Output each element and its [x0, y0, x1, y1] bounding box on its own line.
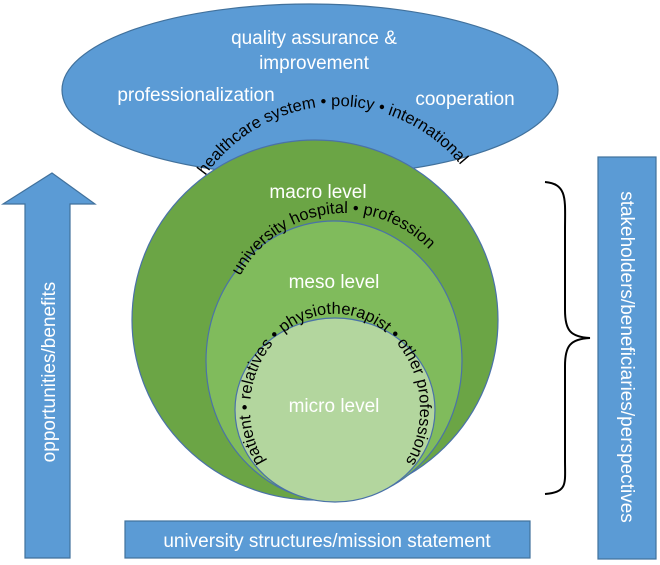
opportunities-arrow [0, 172, 97, 559]
cooperation-label: cooperation [415, 89, 514, 110]
meso-level-label: meso level [289, 272, 380, 293]
stakeholders-label: stakeholders/beneficiaries/perspectives [616, 191, 637, 523]
stakeholders-box [597, 156, 657, 560]
micro-level-label: micro level [289, 396, 380, 417]
macro-level-label: macro level [269, 182, 366, 203]
professionalization-label: professionalization [117, 85, 274, 106]
opportunities-label: opportunities/benefits [39, 282, 60, 463]
quality-title-line2: improvement [259, 53, 370, 74]
micro-level-circle [234, 317, 436, 503]
university-structures-box [124, 520, 531, 559]
quality-title-line1: quality assurance & [231, 28, 397, 49]
university-structures-label: university structures/mission statement [163, 531, 491, 552]
brace-icon [544, 181, 591, 495]
